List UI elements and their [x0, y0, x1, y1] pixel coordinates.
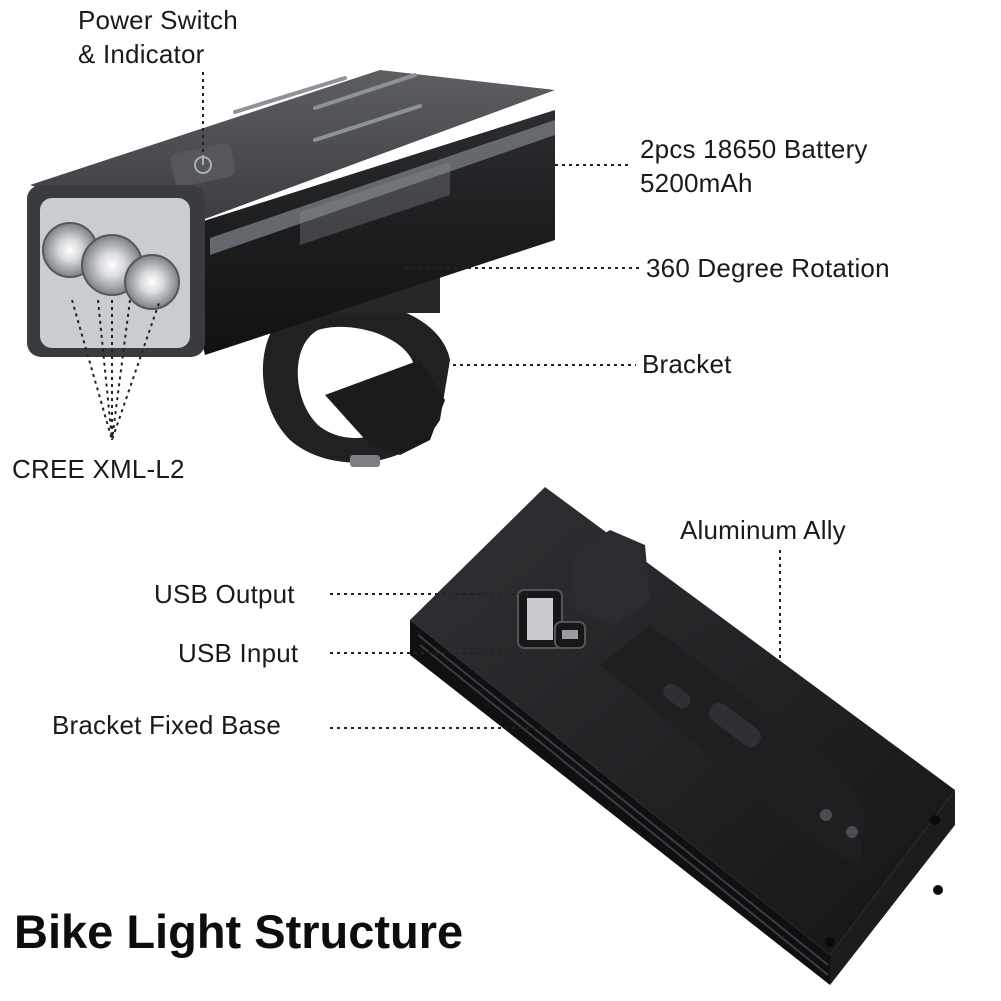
headlight-unit — [27, 70, 555, 467]
bracket-strap — [262, 258, 450, 467]
label-rotation: 360 Degree Rotation — [646, 253, 890, 283]
battery-pack — [410, 487, 955, 985]
label-power-indicator: & Indicator — [78, 39, 205, 69]
power-button-icon — [170, 143, 236, 187]
label-usb-input: USB Input — [178, 638, 299, 668]
usb-input-port-icon — [554, 621, 586, 649]
label-aluminum: Aluminum Ally — [680, 515, 846, 545]
label-power-switch: Power Switch — [78, 5, 238, 35]
led-cluster-icon — [42, 222, 180, 310]
bracket-fixed-base — [600, 625, 865, 865]
label-battery: 2pcs 18650 Battery — [640, 134, 868, 164]
usb-output-port-icon — [517, 589, 563, 649]
page-title: Bike Light Structure — [14, 905, 464, 958]
headlight-side-face — [175, 110, 555, 355]
leader-lines — [71, 72, 781, 729]
label-battery-capacity: 5200mAh — [640, 168, 753, 198]
label-cree-led: CREE XML-L2 — [12, 454, 185, 484]
label-bracket: Bracket — [642, 349, 732, 379]
label-bracket-base: Bracket Fixed Base — [52, 710, 282, 740]
top-grooves — [233, 73, 422, 142]
port-cover-cap — [570, 530, 650, 625]
edge-grooves — [417, 634, 829, 976]
label-usb-output: USB Output — [154, 579, 295, 609]
